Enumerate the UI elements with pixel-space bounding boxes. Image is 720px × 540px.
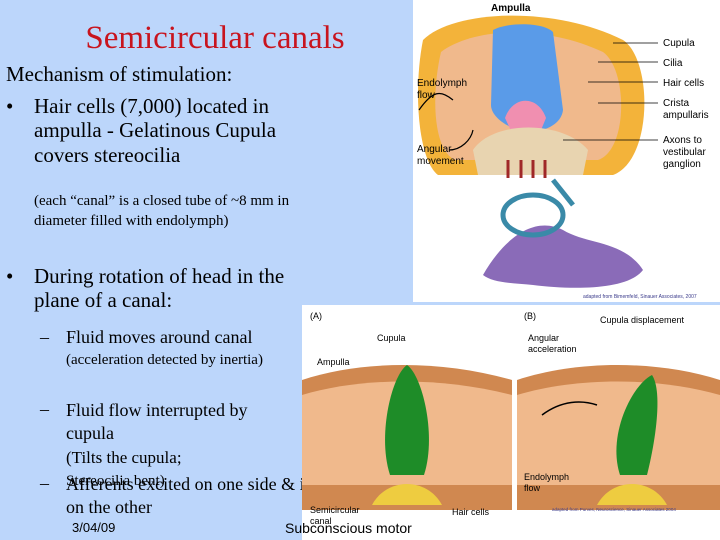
sub-afferents: Afferents excited on one side & inhibite… bbox=[66, 474, 364, 518]
panel-a-label-ampulla: Ampulla bbox=[317, 357, 350, 367]
panel-b-cupula-shape bbox=[616, 375, 658, 475]
label-axons-2: vestibular bbox=[663, 147, 706, 158]
label-crista-2: ampullaris bbox=[663, 110, 709, 121]
label-endolymph-1: Endolymph bbox=[417, 78, 467, 89]
panel-a-label-cupula: Cupula bbox=[377, 333, 406, 343]
panel-a-label-semi-1: Semicircular bbox=[310, 505, 360, 515]
bullet-marker: • bbox=[6, 264, 14, 288]
label-endolymph-2: flow bbox=[417, 90, 436, 101]
panel-b-label-endo-2: flow bbox=[524, 483, 541, 493]
axons-shape bbox=[506, 160, 547, 178]
label-hair-cells: Hair cells bbox=[663, 78, 704, 89]
label-axons-1: Axons to bbox=[663, 135, 702, 146]
label-angular-1: Angular bbox=[417, 144, 452, 155]
ampulla-figure: Ampulla Cupula Cilia Hair cells Crista a… bbox=[413, 0, 720, 302]
mechanism-heading: Mechanism of stimulation: bbox=[6, 62, 233, 86]
panel-a-crista-shape bbox=[372, 484, 442, 505]
label-angular-2: movement bbox=[417, 156, 464, 167]
label-axons-3: ganglion bbox=[663, 159, 701, 170]
dash-marker: – bbox=[40, 399, 49, 419]
panel-a-cupula-shape bbox=[385, 365, 429, 475]
sub-flow-note-b: Stereocilia bent) bbox=[66, 472, 165, 489]
panel-b-flow-arrow bbox=[541, 401, 598, 416]
dash-marker: – bbox=[40, 327, 49, 347]
panel-a-label-semi-2: canal bbox=[310, 516, 332, 526]
panel-a-label-hair-cells: Hair cells bbox=[452, 507, 490, 517]
panel-b-label-endo-1: Endolymph bbox=[524, 472, 569, 482]
dash-marker: – bbox=[40, 473, 49, 493]
hair-cells-shape bbox=[505, 100, 546, 135]
label-crista-1: Crista bbox=[663, 98, 690, 109]
fig-title: Ampulla bbox=[491, 3, 531, 14]
inner-ear-shape bbox=[483, 225, 643, 288]
panel-a-label: (A) bbox=[310, 311, 322, 321]
label-cupula: Cupula bbox=[663, 38, 695, 49]
angular-arrow bbox=[448, 129, 474, 151]
panel-b-crista-shape bbox=[597, 484, 667, 505]
fig-bottom-credit: adapted from Purves, Neuroscience, Sinau… bbox=[552, 507, 676, 512]
panel-b-label-ang-1: Angular bbox=[528, 333, 559, 343]
bullet-marker: • bbox=[6, 94, 14, 118]
canal-loop-shape bbox=[500, 192, 566, 238]
sub-flow-interrupted: Fluid flow interrupted by cupula bbox=[66, 400, 248, 444]
bullet-hair-cells: Hair cells (7,000) located in ampulla - … bbox=[34, 94, 277, 167]
sub-flow-note-a: (Tilts the cupula; bbox=[66, 448, 182, 467]
canal-stem-shape bbox=[551, 178, 575, 207]
canal-note: (each “canal” is a closed tube of ~8 mm … bbox=[34, 193, 290, 229]
slide-title: Semicircular canals bbox=[85, 20, 345, 56]
panel-b-label-cup-disp: Cupula displacement bbox=[600, 315, 685, 325]
bullet-rotation: During rotation of head in the plane of … bbox=[34, 264, 285, 313]
sub-flow-note: (Tilts the cupula; Stereocilia bent) bbox=[66, 424, 286, 493]
cupula-panels-figure: (A) (B) Cupula Ampulla Semicircular cana… bbox=[302, 305, 720, 540]
sub-fluid-moves: Fluid moves around canal bbox=[66, 327, 253, 347]
crista-shape bbox=[473, 127, 588, 175]
label-cilia: Cilia bbox=[663, 58, 683, 69]
slide-footer: Subconscious motor bbox=[285, 520, 412, 536]
slide-date: 3/04/09 bbox=[72, 520, 116, 535]
panel-b-label-ang-2: acceleration bbox=[528, 344, 577, 354]
fig-top-credit: adapted from Bimemfeld, Sinauer Associat… bbox=[583, 294, 697, 300]
flow-arrow bbox=[418, 92, 454, 111]
sub-fluid-moves-note: (acceleration detected by inertia) bbox=[66, 352, 263, 368]
cupula-shape bbox=[491, 24, 563, 132]
panel-b-label: (B) bbox=[524, 311, 536, 321]
